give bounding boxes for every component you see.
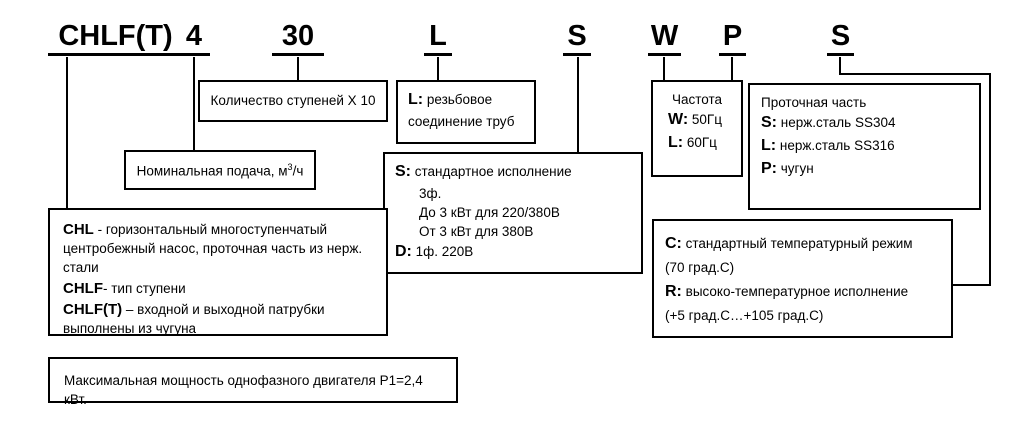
callout-temperature-c-key: C: <box>665 235 682 252</box>
callout-series-l5-text: – входной и выходной патрубки <box>122 301 325 317</box>
callout-frequency-w-text: 50Гц <box>688 112 722 128</box>
connector-temperature-mode-seg4 <box>953 284 991 286</box>
callout-flow-part-l-key: L: <box>761 136 777 154</box>
callout-nominal-flow-text-after: /ч <box>292 163 304 179</box>
callout-pipe-connection-line1: резьбовое <box>423 92 493 107</box>
callout-frequency: Частота W: 50Гц L: 60Гц <box>651 80 743 177</box>
code-token-stage-count: 30 <box>272 22 324 56</box>
callout-temperature-c-text: стандартный температурный режим <box>681 236 913 251</box>
callout-electrical-s-line2: 3ф. <box>419 185 442 201</box>
callout-series-l3-text: стали <box>63 259 99 275</box>
callout-temperature-c-line2: (70 град.С) <box>665 259 735 275</box>
callout-flow-part-s-key: S: <box>761 114 777 132</box>
callout-temperature-r-line2: (+5 град.С…+105 град.С) <box>665 307 824 323</box>
connector-stage-count <box>297 57 299 80</box>
callout-electrical-d-key: D: <box>395 243 412 261</box>
code-token-flow-part-material: P <box>719 22 746 56</box>
callout-electrical-s-key: S: <box>395 163 411 180</box>
callout-max-power: Максимальная мощность однофазного двигат… <box>48 357 458 407</box>
connector-electrical-version <box>577 57 579 152</box>
callout-series: CHL - горизонтальный многоступенчатый це… <box>48 208 388 336</box>
callout-series-l1-key: CHL <box>63 221 94 238</box>
callout-flow-part-l-text: нерж.сталь SS316 <box>776 137 895 153</box>
connector-temperature-mode-seg2 <box>839 73 991 75</box>
callout-flow-part-s-text: нерж.сталь SS304 <box>777 115 896 131</box>
callout-series-l5-key: CHLF(T) <box>63 300 123 318</box>
callout-frequency-l-text: 60Гц <box>683 134 717 150</box>
callout-electrical-version: S: стандартное исполнение 3ф. До 3 кВт д… <box>383 152 643 274</box>
callout-stage-count: Количество ступеней Х 10 <box>198 80 388 122</box>
callout-flow-part-p-text: чугун <box>777 160 814 176</box>
callout-temperature-r-text: высоко-температурное исполнение <box>681 283 909 299</box>
connector-temperature-mode-seg3 <box>989 73 991 285</box>
code-token-temperature-mode: S <box>827 22 854 56</box>
callout-electrical-s-text: стандартное исполнение <box>411 164 572 179</box>
callout-pipe-connection-line2: соединение труб <box>408 113 515 129</box>
callout-stage-count-text: Количество ступеней Х 10 <box>210 93 376 108</box>
callout-flow-part-p-key: P: <box>761 159 777 177</box>
connector-flow-part-material <box>731 57 733 80</box>
callout-temperature: C: стандартный температурный режим (70 г… <box>652 219 953 338</box>
connector-frequency <box>663 57 665 80</box>
callout-nominal-flow-sup: 3 <box>287 162 293 172</box>
callout-frequency-title: Частота <box>671 92 723 107</box>
callout-max-power-text: Максимальная мощность однофазного двигат… <box>64 373 423 408</box>
callout-series-l1-text: - горизонтальный многоступенчатый <box>93 222 328 237</box>
callout-nominal-flow-text: Номинальная подача, м <box>136 163 288 179</box>
callout-pipe-connection-key: L: <box>408 91 424 108</box>
callout-flow-part-title: Проточная часть <box>761 95 867 110</box>
connector-temperature-mode-seg1 <box>839 57 841 74</box>
code-token-nominal-flow: 4 <box>178 22 210 56</box>
callout-electrical-s-line3: До 3 кВт для 220/380В <box>419 204 560 220</box>
code-token-electrical-version: S <box>563 22 591 56</box>
connector-pipe-connection <box>437 57 439 80</box>
callout-series-l4-text: - тип ступени <box>103 280 186 296</box>
callout-series-l4-key: CHLF <box>63 279 103 297</box>
code-token-frequency: W <box>648 22 681 56</box>
connector-series <box>66 57 68 208</box>
callout-frequency-l-key: L: <box>668 133 684 151</box>
code-token-series: CHLF(T) <box>48 22 183 56</box>
callout-temperature-r-key: R: <box>665 282 682 300</box>
callout-frequency-w-key: W: <box>668 111 689 129</box>
callout-nominal-flow: Номинальная подача, м3/ч <box>124 150 316 190</box>
callout-series-l2-text: центробежный насос, проточная часть из н… <box>63 241 363 256</box>
callout-electrical-d-text: 1ф. 220В <box>411 244 474 260</box>
callout-flow-part: Проточная часть S: нерж.сталь SS304 L: н… <box>748 83 981 210</box>
callout-series-l6-text: выполнены из чугуна <box>63 320 197 336</box>
code-token-pipe-connection: L <box>424 22 452 56</box>
connector-nominal-flow <box>193 57 195 150</box>
callout-pipe-connection: L: резьбовое соединение труб <box>396 80 536 144</box>
callout-electrical-s-line4: От 3 кВт для 380В <box>419 224 534 240</box>
